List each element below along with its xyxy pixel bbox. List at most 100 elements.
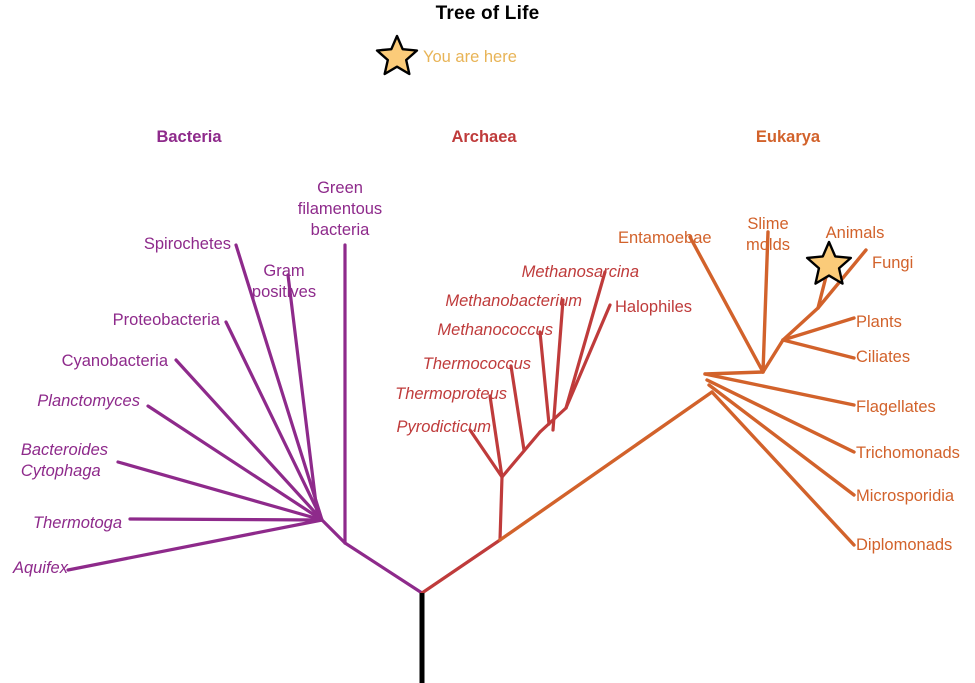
branch-aquifex (66, 518, 324, 572)
leaf-label-planctomyces: Planctomyces (37, 391, 140, 412)
branch-diplomonads (710, 390, 856, 547)
branch-pyrodicticum (468, 428, 504, 479)
branch-methanococcus (538, 330, 551, 426)
leaf-label-animals: Animals (826, 223, 885, 244)
branch-basal-spine (498, 390, 714, 542)
leaf-label-line: Microsporidia (856, 487, 955, 505)
leaf-label-pyrodicticum: Pyrodicticum (397, 417, 491, 438)
leaf-label-spirochetes: Spirochetes (144, 234, 231, 255)
leaf-label-cyanobacteria: Cyanobacteria (62, 351, 168, 372)
leaf-label-line: Planctomyces (37, 392, 140, 410)
leaf-label-halophiles: Halophiles (615, 297, 692, 318)
domain-header-bacteria: Bacteria (156, 128, 222, 146)
leaf-label-line: Diplomonads (856, 536, 953, 554)
branch-slime-molds (761, 230, 770, 374)
branch-thermococcus (509, 364, 526, 452)
leaf-label-line: Animals (825, 224, 885, 242)
leaf-label-plants: Plants (856, 312, 902, 333)
branch-thermoproteus (488, 394, 504, 479)
branch-halophiles (564, 303, 612, 410)
eukarya-branch-group (498, 230, 868, 547)
leaf-label-line: bacteria (310, 221, 370, 240)
leaf-label-trichomonads: Trichomonads (856, 443, 960, 464)
branch-trichomonads (705, 378, 856, 454)
branch-thermotoga (128, 517, 324, 522)
leaf-label-line: Fungi (872, 254, 914, 272)
leaf-label-line: Entamoebae (618, 229, 712, 247)
leaf-label-line: filamentous (297, 200, 383, 219)
bacteria-branch-group (66, 243, 424, 595)
page-title: Tree of Life (435, 3, 540, 24)
branch-node-to-crown (761, 338, 785, 374)
domain-header-eukarya: Eukarya (755, 128, 821, 146)
branch-gram-positives (286, 273, 320, 522)
you-are-here-star-icon (805, 240, 853, 285)
leaf-label-line: Bacteroides (20, 441, 108, 459)
branch-crown-inner (781, 306, 820, 342)
leaf-label-methanococcus: Methanococcus (437, 320, 553, 341)
branch-planctomyces (146, 404, 324, 522)
leaf-label-line: Trichomonads (856, 444, 960, 462)
leaf-label-fungi: Fungi (872, 253, 913, 274)
leaf-label-ciliates: Ciliates (856, 347, 910, 368)
branch-lower-to-root (343, 541, 424, 595)
leaf-label-line: Ciliates (856, 348, 911, 366)
leaf-label-gram-positives: Gram positives (252, 261, 316, 303)
branch-ciliates (781, 338, 856, 360)
branch-entamoebae (688, 235, 765, 374)
archaea-branch-group (420, 270, 612, 595)
branch-flagellates (703, 372, 856, 407)
leaf-label-diplomonads: Diplomonads (856, 535, 952, 556)
domain-header-archaea: Archaea (451, 128, 517, 146)
branch-methanobacterium (551, 298, 565, 432)
branch-plants (781, 316, 856, 342)
leaf-label-green-filamentous-bacteria: Green filamentous bacteria (298, 178, 382, 241)
leaf-label-proteobacteria: Proteobacteria (113, 310, 220, 331)
leaf-label-line: Thermotoga (33, 514, 122, 532)
leaf-label-line: Pyrodicticum (396, 418, 491, 436)
leaf-label-line: Thermococcus (422, 355, 531, 373)
leaf-label-aquifex: Aquifex (13, 558, 68, 579)
branch-stem-to-ladder1 (500, 430, 542, 479)
branch-spirochetes (234, 243, 324, 522)
branch-proteobacteria (224, 320, 324, 522)
branch-hub-to-lower (320, 518, 347, 545)
branch-methanosarcina (564, 270, 607, 410)
leaf-label-line: Methanococcus (437, 321, 553, 339)
leaf-label-flagellates: Flagellates (856, 397, 936, 418)
leaf-label-line: Thermoproteus (395, 385, 507, 403)
leaf-label-line: Slime (747, 215, 789, 233)
leaf-label-line: Spirochetes (143, 235, 231, 253)
leaf-label-line: Flagellates (856, 398, 936, 416)
branch-cyanobacteria (174, 358, 324, 522)
leaf-label-line: Cyanobacteria (61, 352, 168, 370)
leaf-label-line: positives (251, 283, 317, 302)
leaf-label-methanobacterium: Methanobacterium (445, 291, 582, 312)
branch-microsporidia (707, 383, 856, 497)
branch-root-to-split (420, 538, 502, 595)
leaf-label-line: Gram (263, 262, 305, 280)
leaf-label-line: Cytophaga (20, 462, 101, 481)
leaf-label-thermococcus: Thermococcus (423, 354, 531, 375)
branch-split-to-stem (498, 475, 504, 542)
leaf-label-entamoebae: Entamoebae (618, 228, 712, 249)
leaf-label-slime-molds: Slime molds (746, 214, 790, 256)
leaf-label-line: Methanosarcina (521, 263, 639, 281)
leaf-label-line: Green (317, 179, 363, 197)
leaf-label-microsporidia: Microsporidia (856, 486, 954, 507)
branch-ladder-up (538, 406, 568, 434)
leaf-label-line: Plants (856, 313, 902, 331)
leaf-label-methanosarcina: Methanosarcina (522, 262, 639, 283)
branch-spine-to-node (703, 370, 765, 376)
legend-star-icon (375, 34, 419, 76)
branch-bacteroides-cytophaga (116, 460, 324, 522)
legend-star-label: You are here (423, 48, 517, 66)
leaf-label-line: molds (745, 236, 791, 255)
leaf-label-line: Halophiles (615, 298, 693, 316)
leaf-label-line: Methanobacterium (445, 292, 582, 310)
leaf-label-line: Proteobacteria (112, 311, 220, 329)
legend-star-group (375, 34, 419, 76)
